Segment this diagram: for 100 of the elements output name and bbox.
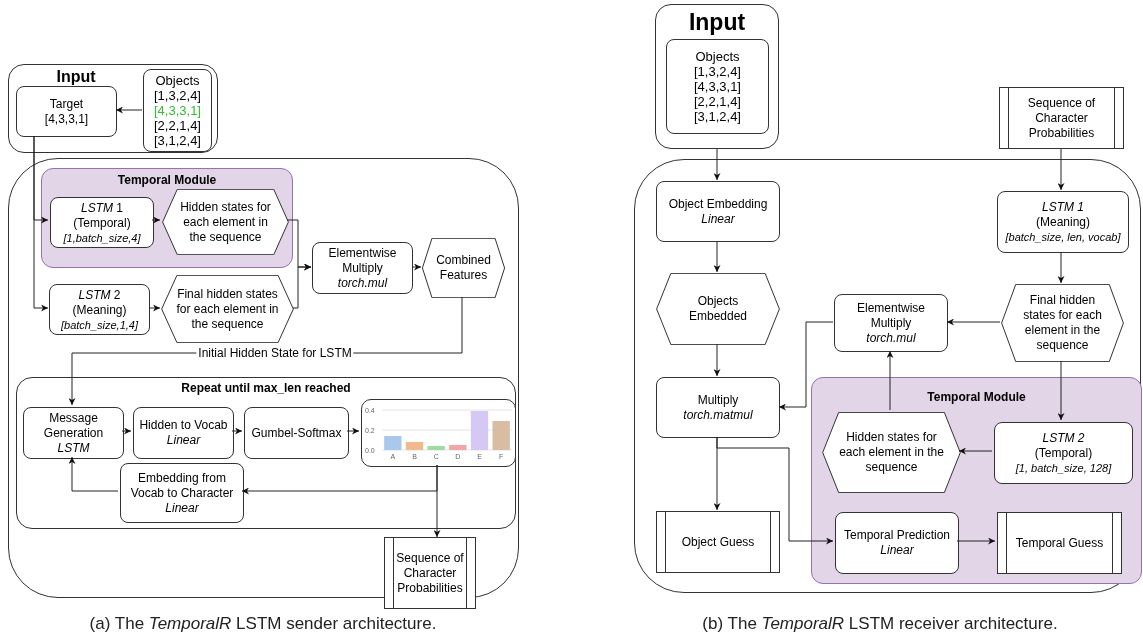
panel-title: Temporal Module (926, 389, 1027, 406)
arrow (1057, 360, 1065, 421)
arrow (433, 464, 441, 538)
node-text: torch.mul (336, 275, 389, 291)
node-text: LSTM 1 (80, 200, 124, 216)
io-box (656, 511, 780, 573)
module-panel (811, 377, 1142, 584)
node-text: [3,1,2,4] (694, 109, 741, 124)
node-text: Linear (879, 543, 915, 558)
node-text: Sequence of Character Probabilities (1026, 95, 1097, 141)
arrow (121, 427, 132, 435)
node-text: Hidden to Vocab (139, 418, 228, 433)
process-box (244, 407, 349, 459)
arrow (713, 343, 721, 377)
node-text: Objects Embedded (687, 294, 748, 324)
node-text: Temporal Guess (1015, 535, 1104, 551)
node-text: Objects (694, 49, 741, 64)
node-text: Message Generation (42, 410, 105, 441)
node-text: [4,3,3,1] (44, 111, 89, 127)
data-hexagon (656, 273, 780, 345)
arrow (411, 263, 422, 271)
node-text: LSTM 2 (77, 287, 122, 303)
arrow (1057, 148, 1065, 191)
container-panel (634, 159, 1141, 593)
arrow (68, 456, 119, 492)
node-text: LSTM 2 (1041, 431, 1086, 446)
node-text: (Meaning) (71, 302, 128, 318)
arrow (231, 427, 243, 435)
node-text: Objects (154, 73, 201, 88)
arrow (33, 135, 49, 312)
group-panel (16, 377, 516, 529)
process-box (16, 86, 117, 137)
node-text: [2,2,1,4] (694, 94, 741, 109)
arrow (958, 447, 993, 455)
io-box (999, 87, 1124, 149)
node-text: Gumbel-Softmax (251, 425, 342, 441)
group-panel (8, 64, 218, 153)
process-box (49, 284, 150, 335)
node-text: Object Embedding (668, 196, 768, 212)
node-text: Temporal Prediction (843, 528, 951, 543)
panel-title: Input (687, 8, 747, 37)
panel-title: Temporal Module (116, 172, 218, 189)
group-panel (655, 4, 779, 149)
node-text: Target (48, 96, 85, 112)
node-text: Hidden states for each element in the sequence (179, 199, 272, 245)
node-text: LSTM (56, 440, 91, 456)
io-box (997, 512, 1122, 574)
arrow (713, 148, 721, 181)
arrow (346, 427, 360, 435)
node-text: [1,3,2,4] (154, 88, 201, 103)
process-box (656, 377, 780, 438)
data-hexagon (161, 275, 294, 343)
node-text: Combined Features (435, 253, 492, 283)
data-hexagon (162, 189, 289, 255)
arrow (1057, 251, 1065, 284)
node-text: Hidden states for each element in the sequence (838, 430, 945, 475)
arrow (115, 106, 143, 114)
node-text: [4,3,3,1] (694, 79, 741, 94)
data-hexagon (822, 412, 961, 493)
arrow (886, 350, 894, 411)
node-text: [batch_size,1,4] (60, 317, 139, 332)
node-text: Linear (165, 433, 202, 448)
node-text: torch.matmul (683, 407, 753, 423)
node-text: Final hidden states for each element in the sequence (175, 286, 280, 332)
container-panel (8, 158, 519, 598)
arrow (778, 321, 834, 411)
arrow (292, 263, 312, 309)
arrow (946, 318, 1001, 326)
process-box (312, 242, 413, 294)
arrow (956, 537, 996, 545)
data-hexagon (422, 238, 505, 298)
process-box (666, 39, 769, 134)
chart-card (361, 399, 516, 467)
figure-caption: (a) The TemporalR LSTM sender architecture. (89, 614, 437, 634)
figure-caption: (b) The TemporalR LSTM receiver architecture. (702, 614, 1058, 634)
node-text: Linear (700, 211, 736, 227)
node-text: [3,1,2,4] (154, 133, 201, 148)
arrow (713, 240, 721, 273)
node-text: LSTM 1 (1041, 200, 1085, 215)
node-text: Sequence of Character Probabilities (395, 550, 465, 596)
node-text: Embedding from Vocab to Character (129, 470, 235, 501)
process-box (835, 512, 959, 574)
node-text: (Meaning) (1035, 215, 1091, 230)
node-text: [1,batch_size,4] (63, 230, 141, 245)
node-text: Object Guess (681, 534, 755, 550)
node-text: (Temporal) (72, 215, 132, 231)
node-text: Multiply (696, 392, 740, 408)
node-text: [1, batch_size, 128] (1015, 461, 1112, 475)
process-box (656, 181, 780, 242)
arrow (716, 436, 834, 545)
process-box (133, 407, 234, 459)
process-box (143, 69, 212, 152)
panel-title: Repeat until max_len reached (180, 380, 352, 397)
process-box (997, 191, 1129, 253)
process-box (994, 422, 1133, 484)
process-box (23, 407, 124, 459)
process-box (834, 294, 948, 352)
node-text: [2,2,1,4] (154, 118, 201, 133)
edge-label: Initial Hidden State for LSTM (196, 346, 354, 360)
arrow (151, 216, 161, 224)
